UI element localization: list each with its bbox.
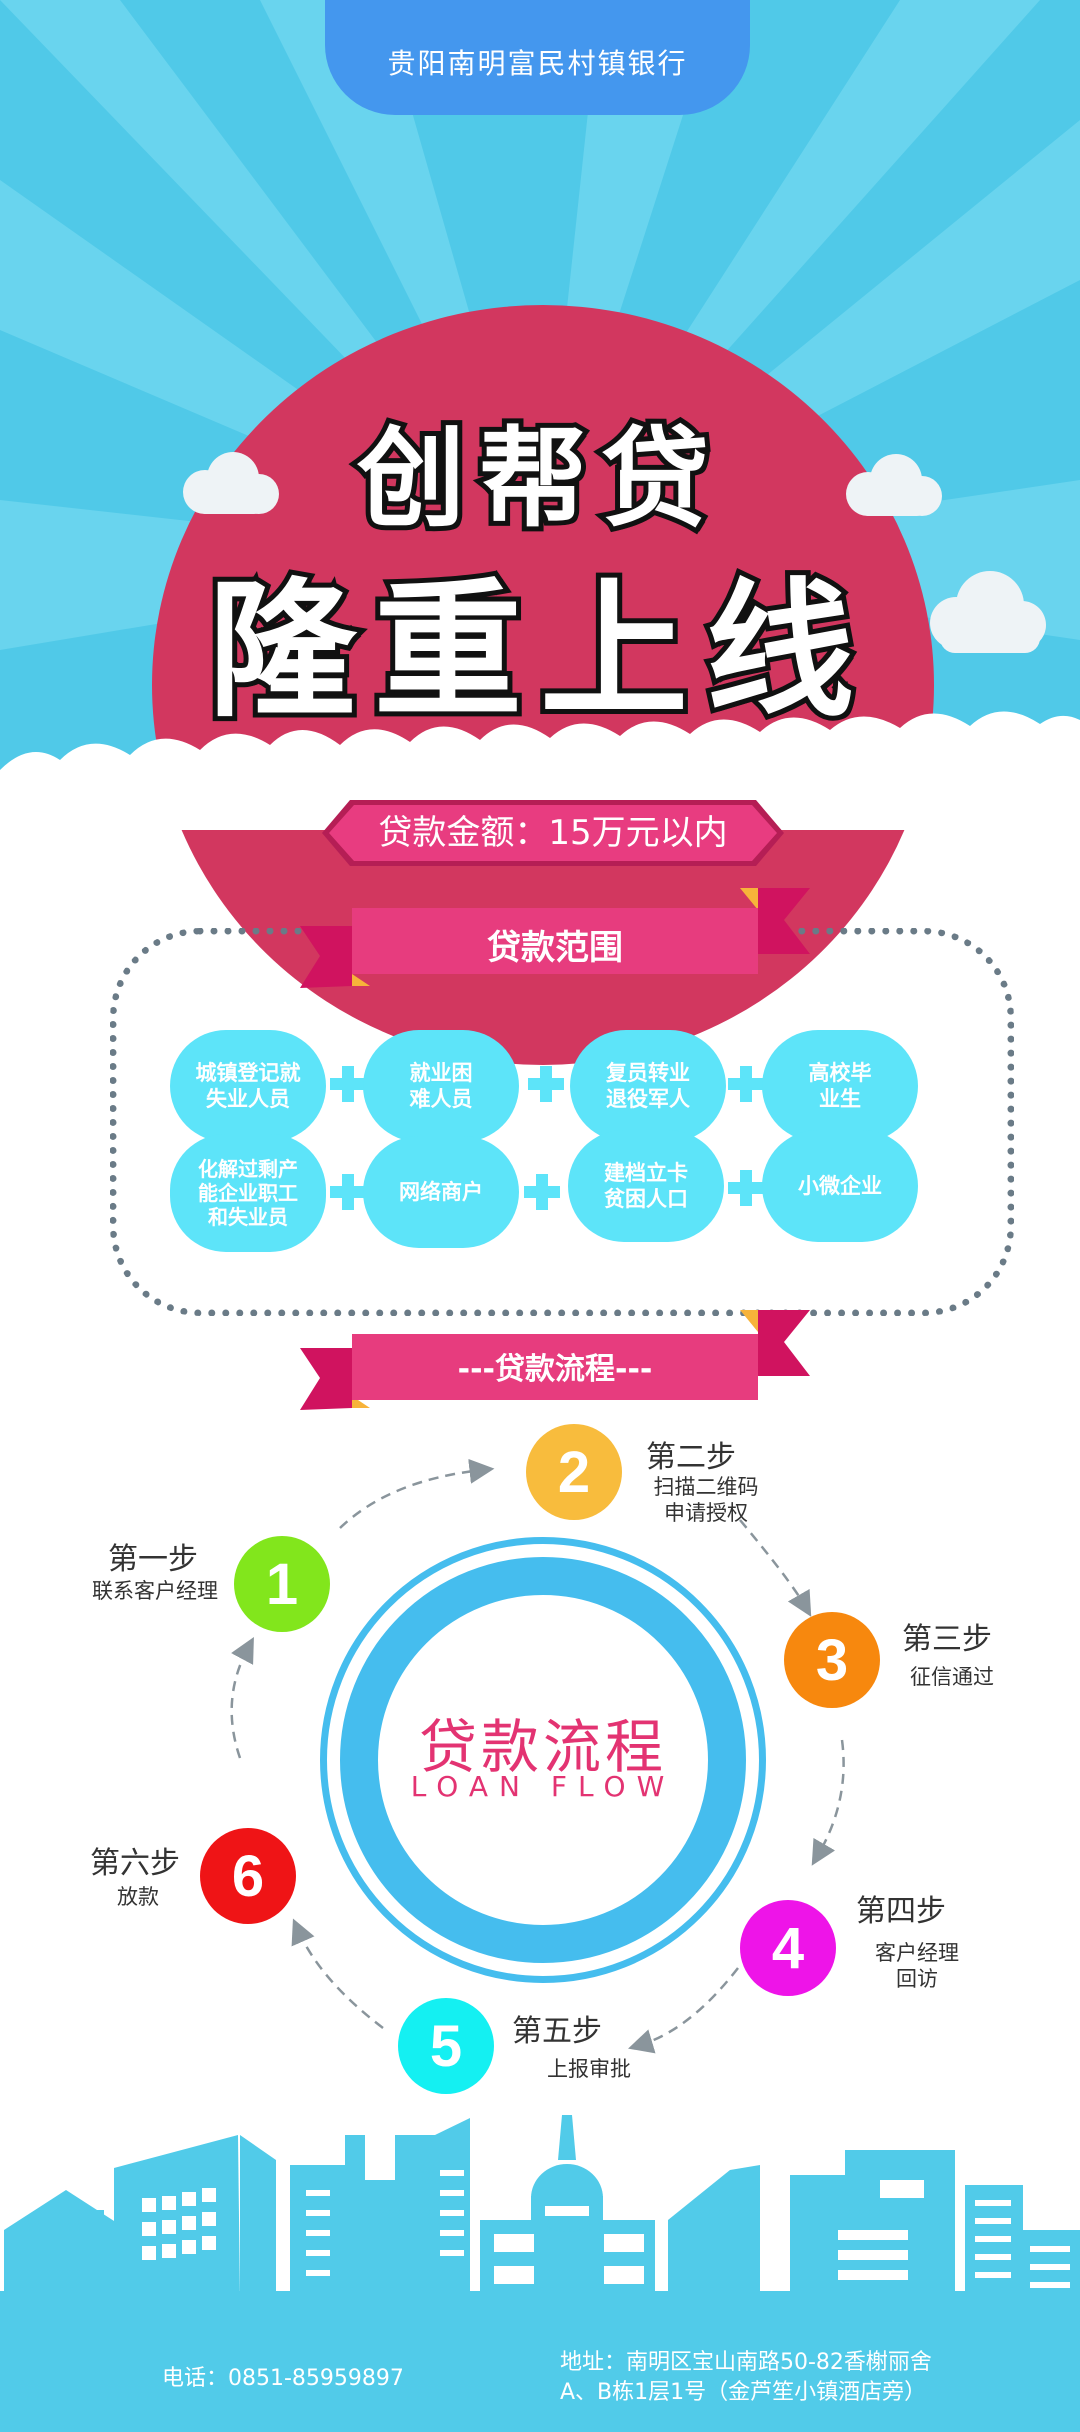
flow-center-subtitle: LOAN FLOW [410, 1770, 676, 1803]
contact-phone[interactable]: 电话：0851-85959897 [162, 2366, 404, 2391]
loan-scope-ribbon [300, 888, 810, 988]
step-5-desc: 上报审批 [547, 2057, 631, 2081]
scope-item: 化解过剩产 能企业职工 和失业员 [170, 1134, 326, 1252]
step-3-title: 第三步 [902, 1622, 992, 1657]
scope-item: 城镇登记就 失业人员 [170, 1030, 326, 1142]
step-4-desc: 客户经理 回访 [875, 1941, 959, 1991]
plus-icon [524, 1174, 560, 1210]
step-4-circle: 4 [740, 1900, 836, 1996]
flow-center-title: 贷款流程 [418, 1713, 667, 1781]
step-6-circle: 6 [200, 1828, 296, 1924]
step-1-circle: 1 [234, 1536, 330, 1632]
step-1-title: 第一步 [108, 1542, 198, 1577]
step-3-desc: 征信通过 [910, 1665, 994, 1689]
plus-icon [728, 1066, 764, 1102]
scope-item: 网络商户 [363, 1136, 519, 1248]
loan-amount-text: 贷款金额：15万元以内 [378, 813, 728, 853]
cloud-band [0, 711, 1080, 830]
hero-title-line1: 创帮贷 [352, 412, 723, 547]
step-5-circle: 5 [398, 1998, 494, 2094]
scope-item: 小微企业 [762, 1130, 918, 1242]
loan-flow-heading: ---贷款流程--- [457, 1352, 653, 1387]
scope-item: 建档立卡 贫困人口 [568, 1130, 724, 1242]
scope-item: 高校毕 业生 [762, 1030, 918, 1142]
flow-arrows [230, 1458, 845, 2054]
city-skyline [4, 2115, 1080, 2300]
plus-icon [330, 1066, 366, 1102]
bank-name: 贵阳南明富民村镇银行 [387, 47, 688, 80]
scope-item: 复员转业 退役军人 [570, 1030, 726, 1142]
scope-item: 就业困 难人员 [363, 1030, 519, 1142]
hero-title-line2: 隆重上线 [203, 560, 872, 742]
loan-flow-ribbon [300, 1310, 810, 1410]
step-5-title: 第五步 [512, 2014, 602, 2049]
step-2-desc: 扫描二维码 申请授权 [653, 1475, 759, 1525]
plus-icon [528, 1066, 564, 1102]
loan-scope-heading: 贷款范围 [487, 928, 623, 968]
cloud-icon [846, 454, 942, 516]
bank-name-tab [325, 0, 750, 115]
step-2-title: 第二步 [646, 1440, 736, 1475]
contact-address-line1: 地址：南明区宝山南路50-82香榭丽舍 [560, 2350, 932, 2375]
step-1-desc: 联系客户经理 [92, 1579, 218, 1603]
plus-icon [728, 1170, 764, 1206]
step-6-title: 第六步 [90, 1846, 180, 1881]
cloud-icon [183, 452, 279, 514]
flow-ring-outer [320, 1537, 766, 1983]
step-2-circle: 2 [526, 1424, 622, 1520]
step-6-desc: 放款 [117, 1885, 159, 1909]
cloud-icon [930, 571, 1046, 653]
step-3-circle: 3 [784, 1612, 880, 1708]
loan-amount-banner [322, 800, 784, 866]
plus-icon [330, 1174, 366, 1210]
step-4-title: 第四步 [856, 1894, 946, 1929]
footer-band [0, 2291, 1080, 2432]
contact-address-line2: A、B栋1层1号（金芦笙小镇酒店旁） [560, 2380, 927, 2405]
